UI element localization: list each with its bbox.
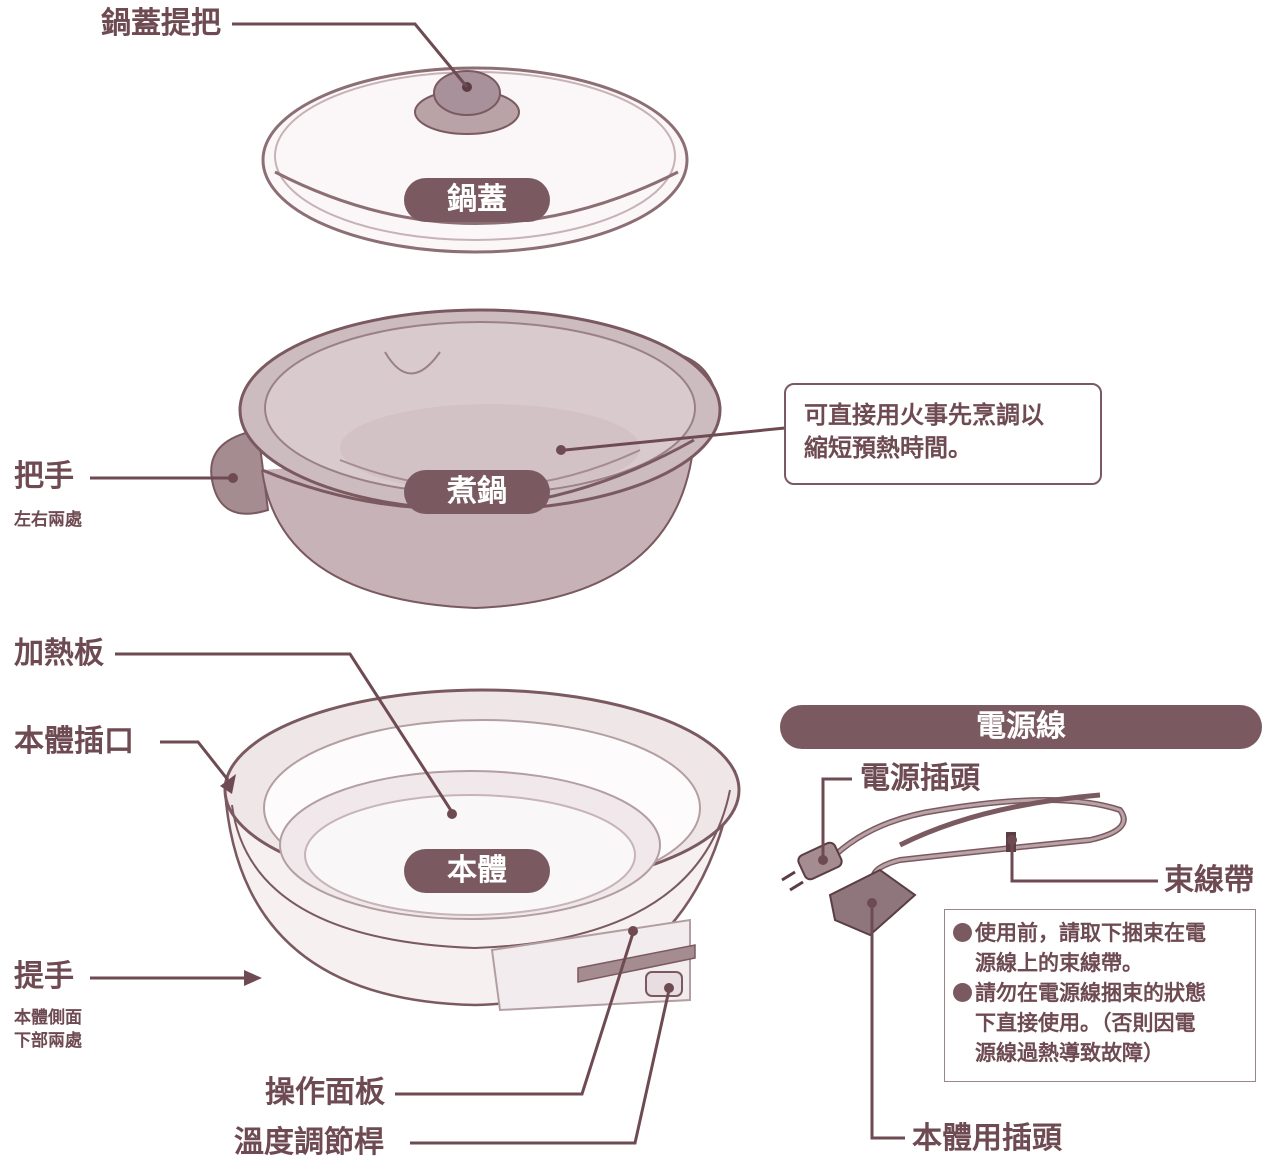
power-cord-title-bar: 電源線 xyxy=(780,705,1262,749)
power-plug-label: 電源插頭 xyxy=(860,761,980,796)
handle-label: 把手 xyxy=(14,459,74,494)
leader-lines xyxy=(90,22,1158,1145)
pot-drawing xyxy=(210,308,722,610)
grip-note-line-1: 本體側面 xyxy=(14,1008,82,1028)
pot-callout-line-1: 可直接用火事先烹調以 xyxy=(804,401,1044,429)
note-2-line-3: 源線過熱導致故障） xyxy=(975,1041,1164,1065)
handle-note: 左右兩處 xyxy=(14,510,82,530)
grip-note-line-2: 下部兩處 xyxy=(14,1031,82,1051)
bullet-icon xyxy=(953,983,972,1002)
heating-plate-label: 加熱板 xyxy=(14,636,104,671)
grip-label: 提手 xyxy=(14,959,74,994)
lid-handle-label: 鍋蓋提把 xyxy=(101,6,221,41)
note-1-line-1: 使用前，請取下捆束在電 xyxy=(975,921,1206,945)
cord-warning-note: 使用前，請取下捆束在電 源線上的束線帶。 請勿在電源線捆束的狀態 下直接使用。（… xyxy=(944,909,1256,1082)
pot-badge: 煮鍋 xyxy=(404,470,550,514)
temp-lever-label: 溫度調節桿 xyxy=(234,1125,384,1160)
body-socket-label: 本體插口 xyxy=(14,724,134,759)
cord-drawing xyxy=(781,792,1127,937)
control-panel-label: 操作面板 xyxy=(265,1075,385,1110)
lid-badge: 鍋蓋 xyxy=(404,178,550,222)
bullet-icon xyxy=(953,923,972,942)
note-2-line-2: 下直接使用。（否則因電 xyxy=(975,1011,1196,1035)
cord-tie-label: 束線帶 xyxy=(1164,863,1254,898)
note-item-2: 請勿在電源線捆束的狀態 下直接使用。（否則因電 源線過熱導致故障） xyxy=(953,978,1255,1068)
note-2-line-1: 請勿在電源線捆束的狀態 xyxy=(975,981,1206,1005)
note-item-1: 使用前，請取下捆束在電 源線上的束線帶。 xyxy=(953,918,1255,978)
note-1-line-2: 源線上的束線帶。 xyxy=(975,951,1143,975)
lid-drawing xyxy=(261,66,689,254)
pot-callout: 可直接用火事先烹調以 縮短預熱時間。 xyxy=(784,383,1102,485)
body-badge: 本體 xyxy=(404,849,550,893)
lid-handle-drawing xyxy=(414,70,520,135)
pot-callout-line-2: 縮短預熱時間。 xyxy=(804,434,972,462)
appliance-plug-label: 本體用插頭 xyxy=(912,1121,1062,1156)
